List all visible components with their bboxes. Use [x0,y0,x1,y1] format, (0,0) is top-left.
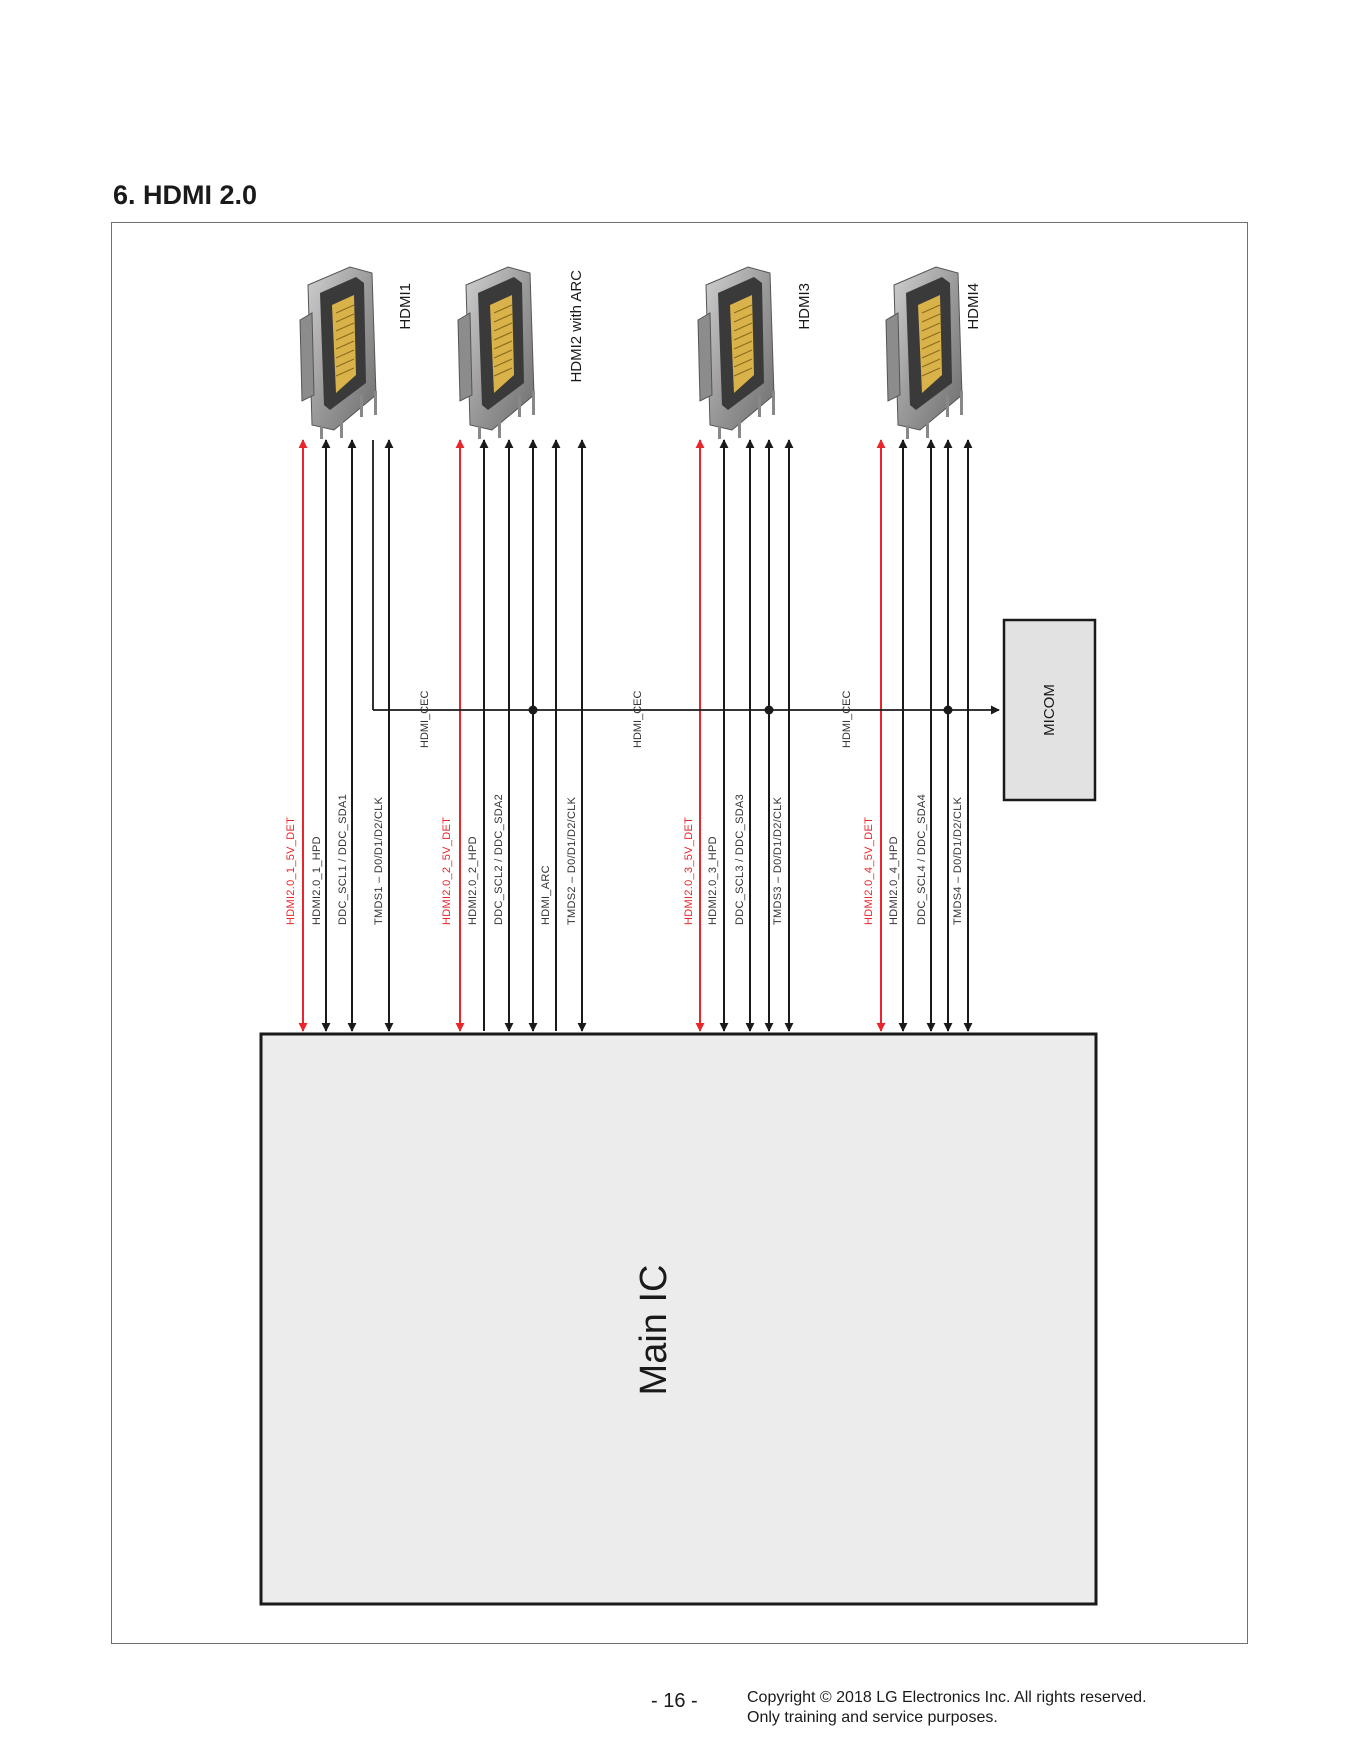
signal-label: TMDS4 – D0/D1/D2/CLK [952,796,964,925]
signal-label: TMDS1 – D0/D1/D2/CLK [373,796,385,925]
diagram-frame [111,222,1248,1644]
signal-label: HDMI2.0_4_HPD [888,836,900,925]
hdmi-port-icon [697,266,775,439]
page-number: - 16 - [651,1690,698,1712]
signal-label: HDMI2.0_1_HPD [311,836,323,925]
cec-label: HDMI_CEC [632,690,644,748]
signal-label: HDMI2.0_2_HPD [467,836,479,925]
hdmi-port-name: HDMI1 [397,283,414,330]
hdmi-port-icon [885,266,963,439]
signal-label: HDMI2.0_3_HPD [707,836,719,925]
hdmi-port-name: HDMI3 [796,283,813,330]
hdmi-port-name: HDMI2 with ARC [568,270,585,383]
micom-label: MICOM [1041,684,1058,736]
cec-junction [943,705,953,715]
copyright-line-2: Only training and service purposes. [747,1709,998,1726]
signal-label: TMDS2 – D0/D1/D2/CLK [566,796,578,925]
section-title: 6. HDMI 2.0 [113,180,258,210]
hdmi-port-icon [299,266,377,439]
cec-junction [764,705,774,715]
signal-label: HDMI2.0_1_5V_DET [285,817,297,925]
hdmi-port-name: HDMI4 [965,283,982,330]
cec-junction [528,705,538,715]
main-ic-block [259,1032,1098,1606]
signal-wires: HDMI2.0_1_5V_DET HDMI2.0_1_HPD DDC_SCL1 / … [285,439,1000,1032]
hdmi-ports: HDMI1 HDMI2 with ARC HDMI3 HDMI4 [299,266,982,439]
signal-label: HDMI2.0_3_5V_DET [683,817,695,925]
cec-label: HDMI_CEC [841,690,853,748]
cec-label: HDMI_CEC [419,690,431,748]
signal-label: DDC_SCL3 / DDC_SDA3 [734,794,746,925]
signal-label: HDMI2.0_2_5V_DET [441,817,453,925]
signal-label: HDMI_ARC [540,865,552,925]
signal-label: TMDS3 – D0/D1/D2/CLK [772,796,784,925]
copyright-notice: Copyright © 2018 LG Electronics Inc. All… [747,1688,1147,1728]
main-ic-label: Main IC [633,1265,675,1396]
signal-label: DDC_SCL2 / DDC_SDA2 [493,794,505,925]
micom-block [1002,618,1097,802]
signal-label: DDC_SCL1 / DDC_SDA1 [337,794,349,925]
copyright-line-1: Copyright © 2018 LG Electronics Inc. All… [747,1689,1147,1706]
signal-label: DDC_SCL4 / DDC_SDA4 [916,794,928,925]
hdmi-port-icon [457,266,535,439]
signal-label: HDMI2.0_4_5V_DET [863,817,875,925]
